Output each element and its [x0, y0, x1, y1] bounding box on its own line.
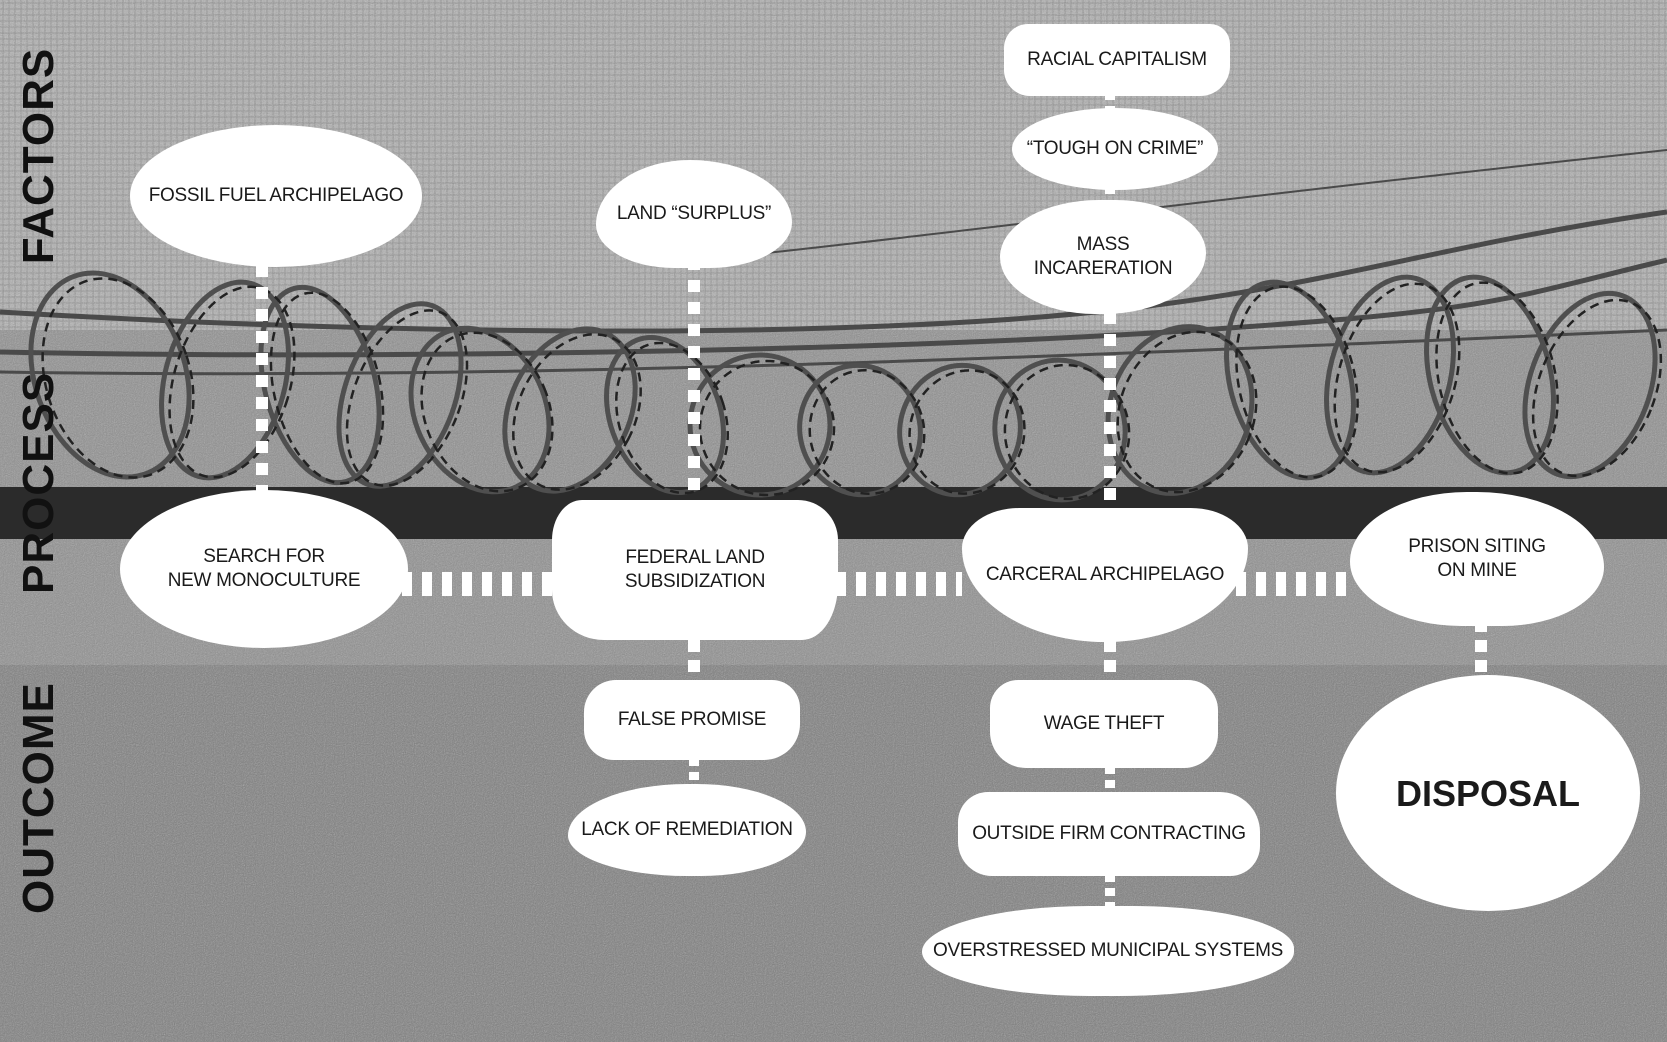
row-label-factors: FACTORS — [14, 47, 63, 265]
node-fossil-fuel-archipelago: FOSSIL FUEL ARCHIPELAGO — [130, 125, 422, 267]
node-search-for-new-monoculture: SEARCH FOR NEW MONOCULTURE — [120, 490, 408, 648]
node-outside-firm-contracting: OUTSIDE FIRM CONTRACTING — [958, 792, 1260, 876]
node-lack-of-remediation: LACK OF REMEDIATION — [568, 784, 806, 876]
node-mass-incarceration: MASS INCARERATION — [1000, 200, 1206, 314]
node-disposal: DISPOSAL — [1336, 675, 1640, 911]
node-false-promise: FALSE PROMISE — [584, 680, 800, 760]
node-racial-capitalism: RACIAL CAPITALISM — [1004, 24, 1230, 96]
node-overstressed-municipal-systems: OVERSTRESSED MUNICIPAL SYSTEMS — [922, 906, 1294, 996]
node-federal-land-subsidization: FEDERAL LAND SUBSIDIZATION — [552, 500, 838, 640]
connectors — [256, 92, 1487, 906]
node-tough-on-crime: “TOUGH ON CRIME” — [1012, 108, 1218, 190]
node-wage-theft: WAGE THEFT — [990, 680, 1218, 768]
row-label-process: PROCESS — [14, 371, 63, 594]
row-label-outcome: OUTCOME — [14, 682, 63, 914]
node-land-surplus: LAND “SURPLUS” — [596, 160, 792, 268]
razor-wire-coils-dashed — [41, 277, 1663, 501]
node-prison-siting-on-mine: PRISON SITING ON MINE — [1350, 492, 1604, 626]
